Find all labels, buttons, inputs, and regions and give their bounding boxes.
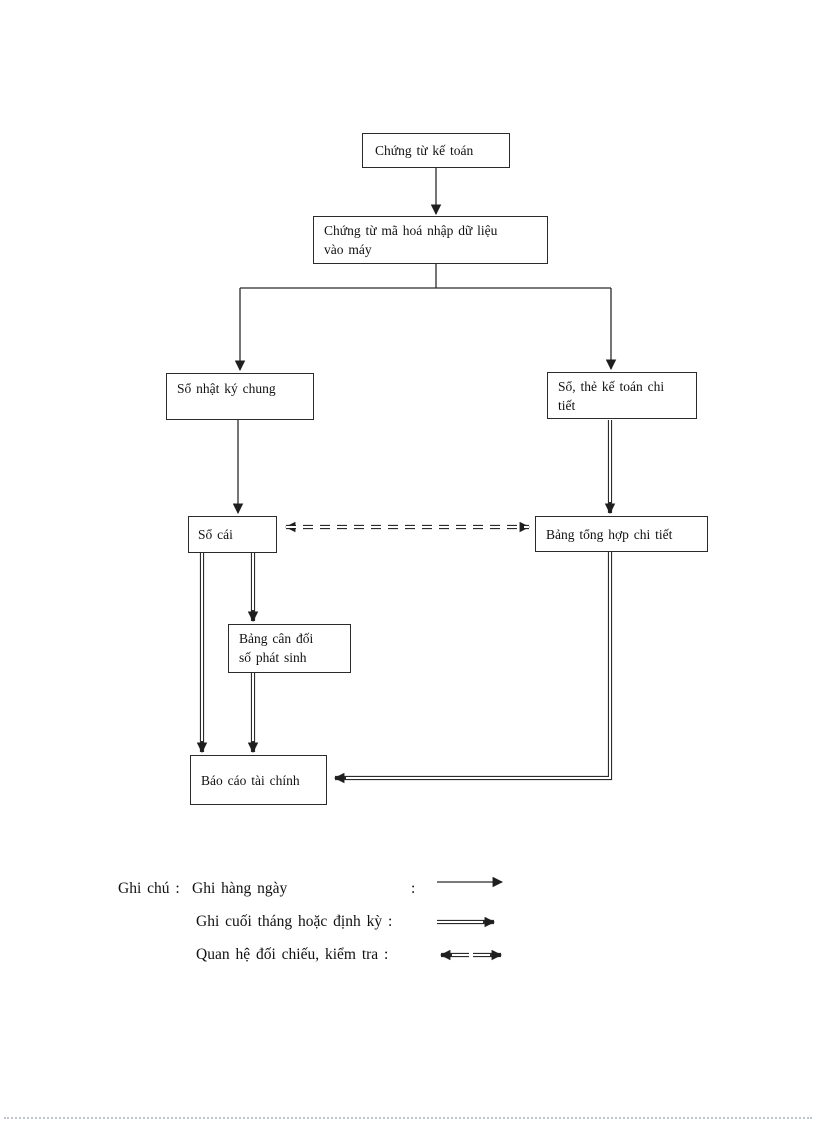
box-so-cai: Sổ cái (188, 516, 277, 553)
legend-item-reconcile: Quan hệ đối chiếu, kiểm tra : (196, 946, 389, 963)
legend-arrows (437, 876, 504, 961)
legend-title: Ghi chú : (118, 880, 180, 897)
box-label: Sổ cái (198, 527, 233, 542)
branch-line (240, 264, 611, 289)
double-line-core (346, 552, 611, 779)
legend-item-periodic: Ghi cuối tháng hoặc định kỳ : (196, 913, 393, 930)
box-bao-cao-tai-chinh: Báo cáo tài chính (190, 755, 327, 805)
box-chung-tu-ke-toan: Chứng từ kế toán (362, 133, 510, 168)
box-bang-tong-hop-chi-tiet: Bảng tổng hợp chi tiết (535, 516, 708, 552)
page-footer-dotted-line (4, 1117, 812, 1119)
box-so-nhat-ky-chung: Sổ nhật ký chung (166, 373, 314, 420)
box-so-the-ke-toan-chi-tiet: Sổ, thẻ kế toán chi tiết (547, 372, 697, 419)
box-bang-can-doi-so-phat-sinh: Bảng cân đối số phát sinh (228, 624, 351, 673)
box-label: Bảng cân đối số phát sinh (239, 631, 314, 665)
box-label: Bảng tổng hợp chi tiết (546, 526, 673, 542)
box-label: Sổ nhật ký chung (177, 381, 276, 396)
double-arrows (196, 420, 616, 784)
legend-item-daily: Ghi hàng ngày (192, 880, 288, 897)
box-label: Báo cáo tài chính (201, 772, 300, 788)
arrow-bangtonghop-to-baocao (333, 552, 613, 784)
box-chung-tu-ma-hoa: Chứng từ mã hoá nhập dữ liệu vào máy (313, 216, 548, 264)
box-label: Sổ, thẻ kế toán chi tiết (558, 379, 665, 413)
box-label: Chứng từ kế toán (375, 143, 474, 158)
legend-item-daily-colon: : (411, 880, 416, 897)
box-label: Chứng từ mã hoá nhập dữ liệu vào máy (324, 223, 498, 257)
